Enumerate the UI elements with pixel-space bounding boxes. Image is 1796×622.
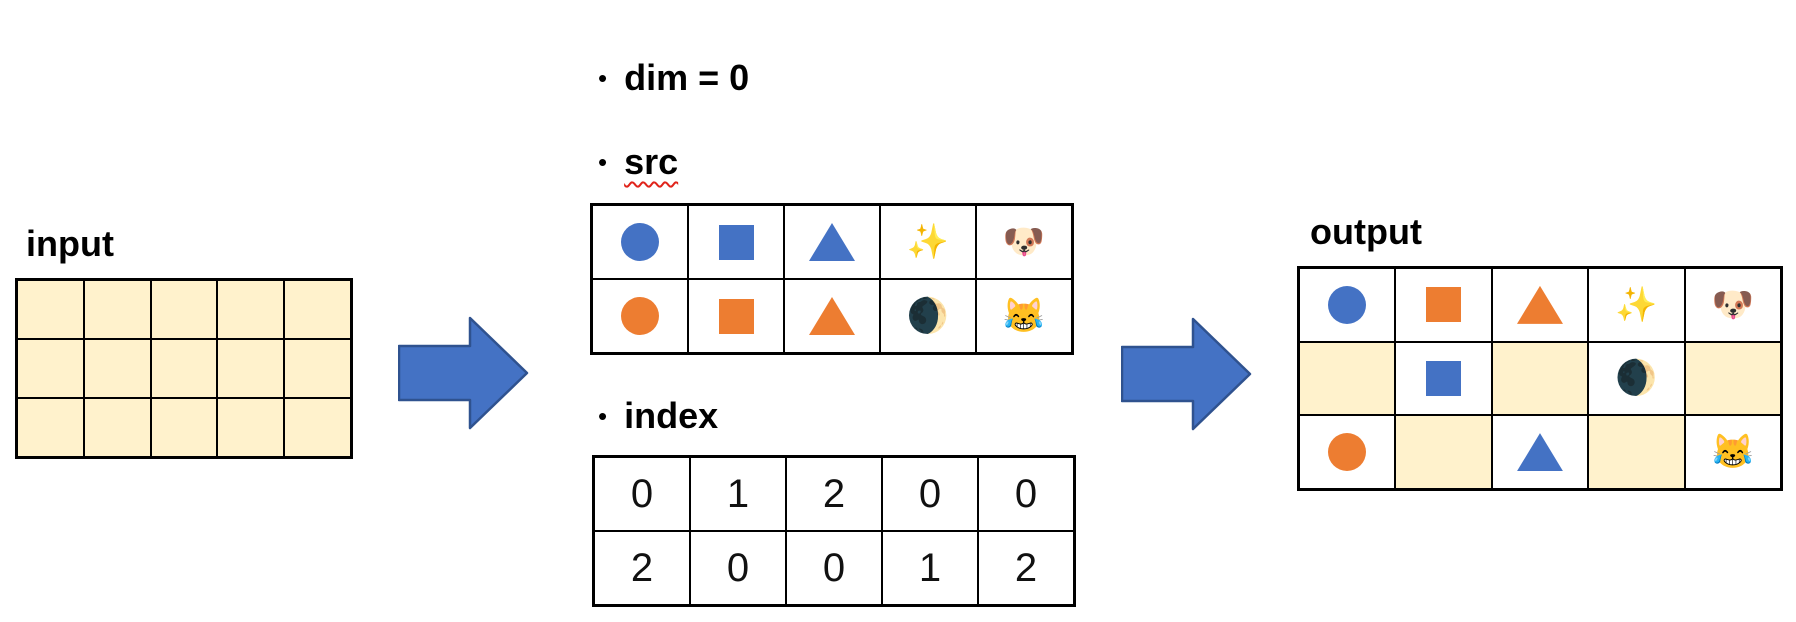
index-value-cell: 2: [978, 531, 1074, 605]
index-value-cell: 1: [690, 457, 786, 531]
index-value-cell: 0: [978, 457, 1074, 531]
orange-triangle: [809, 297, 855, 335]
transform-arrow-left: [398, 316, 529, 430]
blue-circle: [621, 223, 659, 261]
empty-cell: [1395, 415, 1492, 489]
empty-cell: [1588, 415, 1685, 489]
empty-cell: [217, 339, 285, 398]
output-label: output: [1310, 211, 1422, 252]
src-table: ✨ 🐶 🌒 😹: [590, 203, 1074, 355]
empty-cell: [284, 280, 351, 339]
emoji-cell: 🐶: [976, 205, 1072, 279]
index-value-cell: 0: [786, 531, 882, 605]
emoji-cell: 😹: [1684, 415, 1781, 489]
empty-cell: [284, 398, 351, 457]
empty-cell: [83, 339, 151, 398]
index-bullet-line: • index: [598, 396, 718, 436]
blue-square: [1426, 360, 1462, 396]
emoji-cell: ✨: [1588, 268, 1685, 342]
dog-face-emoji: 🐶: [1002, 223, 1046, 261]
orange-square: [718, 298, 754, 334]
dim-label: dim = 0: [624, 57, 750, 98]
empty-cell: [83, 280, 151, 339]
empty-cell: [83, 398, 151, 457]
emoji-cell: ✨: [880, 205, 976, 279]
output-grid: ✨ 🐶 🌒 😹: [1297, 266, 1783, 491]
empty-cell: [217, 398, 285, 457]
cat-with-tears-of-joy-emoji: 😹: [1711, 433, 1754, 472]
orange-triangle: [1516, 285, 1563, 324]
right-arrow-icon: [1121, 317, 1252, 431]
shape-cell: [1491, 415, 1589, 489]
blue-triangle: [809, 223, 855, 261]
shape-cell: [1491, 268, 1589, 342]
dog-face-emoji: 🐶: [1711, 285, 1754, 324]
index-value-cell: 0: [690, 531, 786, 605]
empty-cell: [150, 280, 218, 339]
shape-cell: [1395, 341, 1492, 416]
empty-cell: [1491, 341, 1589, 416]
empty-cell: [17, 280, 84, 339]
input-label: input: [26, 223, 114, 264]
blue-square: [718, 224, 754, 260]
empty-cell: [17, 339, 84, 398]
shape-cell: [688, 279, 784, 353]
shape-cell: [1299, 268, 1396, 342]
waxing-crescent-moon-emoji: 🌒: [1615, 359, 1658, 398]
emoji-cell: 🐶: [1684, 268, 1781, 342]
orange-square: [1426, 287, 1462, 323]
src-label: src: [624, 141, 679, 182]
bullet-icon: •: [598, 400, 608, 431]
orange-circle: [1328, 433, 1367, 472]
empty-cell: [150, 339, 218, 398]
shape-cell: [688, 205, 784, 279]
empty-cell: [1299, 341, 1396, 416]
index-value-cell: 0: [882, 457, 978, 531]
sparkles-emoji: ✨: [906, 223, 950, 261]
blue-circle: [1328, 285, 1367, 324]
empty-cell: [1684, 341, 1781, 416]
bullet-icon: •: [598, 146, 608, 177]
index-value-cell: 0: [594, 457, 690, 531]
input-grid: [15, 278, 353, 459]
waxing-crescent-moon-emoji: 🌒: [906, 297, 950, 335]
index-value-cell: 1: [882, 531, 978, 605]
sparkles-emoji: ✨: [1615, 285, 1658, 324]
empty-cell: [284, 339, 351, 398]
empty-cell: [17, 398, 84, 457]
emoji-cell: 😹: [976, 279, 1072, 353]
orange-circle: [621, 297, 659, 335]
cat-with-tears-of-joy-emoji: 😹: [1002, 297, 1046, 335]
dim-bullet-line: • dim = 0: [598, 58, 749, 98]
shape-cell: [1395, 268, 1492, 342]
right-arrow-icon: [398, 316, 529, 430]
shape-cell: [1299, 415, 1396, 489]
blue-triangle: [1516, 433, 1563, 472]
empty-cell: [217, 280, 285, 339]
transform-arrow-right: [1121, 317, 1252, 431]
index-label: index: [624, 395, 719, 436]
shape-cell: [784, 279, 880, 353]
emoji-cell: 🌒: [880, 279, 976, 353]
src-bullet-line: • src: [598, 142, 678, 182]
index-value-cell: 2: [786, 457, 882, 531]
shape-cell: [592, 279, 688, 353]
shape-cell: [784, 205, 880, 279]
bullet-icon: •: [598, 62, 608, 93]
emoji-cell: 🌒: [1588, 341, 1685, 416]
shape-cell: [592, 205, 688, 279]
index-value-cell: 2: [594, 531, 690, 605]
empty-cell: [150, 398, 218, 457]
